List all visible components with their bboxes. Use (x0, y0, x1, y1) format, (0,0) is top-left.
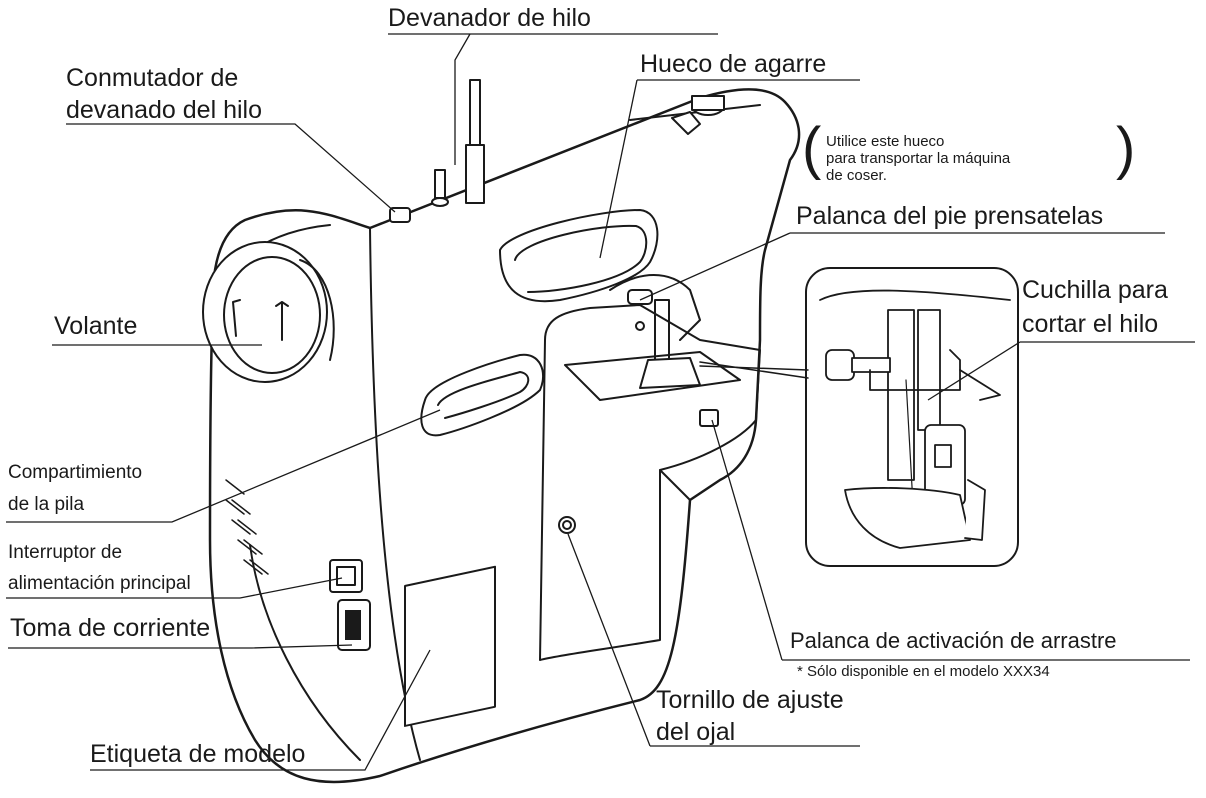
leader-palanca-pie (639, 232, 1165, 301)
inset-detail (819, 289, 1011, 549)
label-interruptor-line1: Interruptor de (8, 542, 123, 563)
leader-conmutador (66, 123, 396, 213)
handle-recess (499, 209, 659, 303)
head-top (629, 104, 761, 121)
label-volante: Volante (54, 312, 138, 340)
needle-area (564, 274, 741, 401)
label-cuchilla-line2: cortar el hilo (1022, 310, 1159, 338)
label-interruptor-line2: alimentación principal (8, 573, 191, 594)
note-hueco-line2: para transportar la máquina (826, 150, 1011, 167)
leader-arrastre (711, 419, 1190, 661)
bobbin-winder-spindle (431, 79, 485, 207)
model-label-plate (404, 565, 496, 727)
label-hueco: Hueco de agarre (640, 50, 827, 78)
label-toma: Toma de corriente (10, 614, 211, 642)
leader-etiqueta (90, 649, 431, 771)
label-palanca-pie: Palanca del pie prensatelas (796, 202, 1104, 230)
note-paren-close: ) (1116, 116, 1136, 181)
leader-hueco (599, 79, 860, 259)
note-hueco-line3: de coser. (826, 167, 887, 184)
label-compartimiento-line1: Compartimiento (8, 462, 143, 483)
thread-tension-dial (671, 95, 725, 135)
leader-toma (8, 644, 353, 649)
label-compartimiento-line2: de la pila (8, 494, 85, 515)
label-tornillo-line2: del ojal (656, 718, 736, 746)
leader-tornillo (567, 533, 860, 747)
leader-cuchilla (927, 341, 1195, 401)
leader-interruptor (6, 577, 343, 599)
inset-pointer (699, 361, 809, 379)
label-devanador: Devanador de hilo (388, 4, 591, 32)
label-conmutador-line1: Conmutador de (66, 64, 239, 92)
note-arrastre: * Sólo disponible en el modelo XXX34 (797, 663, 1050, 680)
label-conmutador-line2: devanado del hilo (66, 96, 262, 124)
label-cuchilla-line1: Cuchilla para (1022, 276, 1168, 304)
leader-devanador (388, 33, 718, 165)
vents (225, 479, 269, 575)
buttonhole-screw (558, 516, 576, 534)
label-palanca-arrastre: Palanca de activación de arrastre (790, 628, 1117, 653)
body-edge (249, 544, 361, 761)
handwheel (202, 241, 335, 383)
inset-pointer (699, 365, 809, 371)
note-paren-open: ( (802, 116, 822, 181)
front-panel (539, 304, 761, 661)
leader-compartimiento (6, 409, 441, 523)
machine-body (208, 88, 801, 784)
label-etiqueta: Etiqueta de modelo (90, 740, 306, 768)
note-hueco-line1: Utilice este hueco (826, 133, 945, 150)
feed-dog-lever (699, 409, 719, 427)
label-tornillo-line1: Tornillo de ajuste (656, 686, 844, 714)
